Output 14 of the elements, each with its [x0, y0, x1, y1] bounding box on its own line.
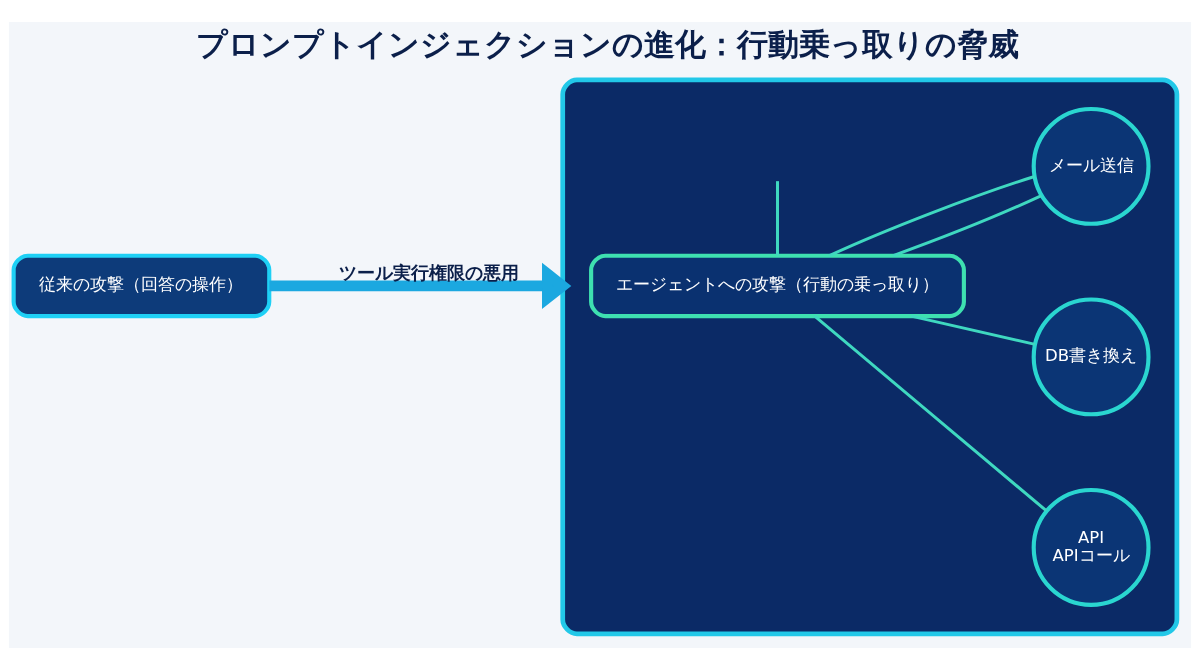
connector — [910, 314, 1036, 346]
connector — [813, 314, 1048, 512]
node-circle: DB書き換え — [1031, 296, 1151, 416]
node-box: 従来の攻撃（回答の操作） — [11, 253, 272, 318]
node-box: エージェントへの攻撃（行動の乗っ取り） — [589, 253, 966, 318]
connector — [828, 174, 1035, 257]
edge-label: ツール実行権限の悪用 — [339, 262, 520, 283]
arrow — [269, 262, 572, 309]
connector — [776, 180, 779, 255]
diagram-title: プロンプトインジェクションの進化：行動乗っ取りの脅威 — [195, 25, 1019, 62]
cluster — [560, 77, 1180, 636]
node-circle: API APIコール — [1031, 487, 1151, 607]
node-circle: メール送信 — [1031, 106, 1151, 226]
connector — [892, 193, 1043, 257]
